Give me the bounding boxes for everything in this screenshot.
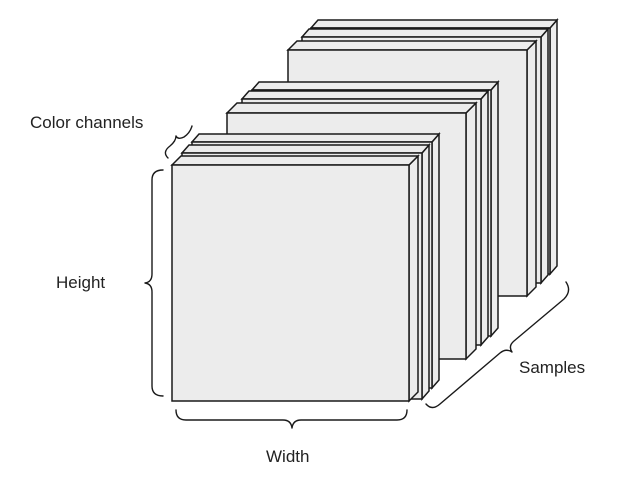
height-label: Height bbox=[56, 273, 105, 292]
height-brace bbox=[144, 169, 164, 397]
sample-block-1 bbox=[170, 132, 441, 403]
width-brace bbox=[175, 409, 408, 429]
color-channels-brace bbox=[164, 125, 193, 159]
channel-slab bbox=[170, 154, 420, 403]
samples-label: Samples bbox=[519, 358, 585, 377]
width-label: Width bbox=[266, 447, 309, 466]
samples-brace bbox=[425, 281, 570, 409]
color-channels-label: Color channels bbox=[30, 113, 143, 132]
